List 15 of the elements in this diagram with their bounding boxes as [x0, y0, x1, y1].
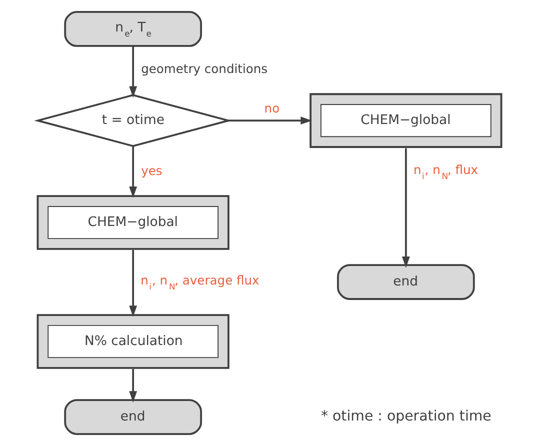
arrow	[402, 148, 410, 268]
edge-label: geometry conditions	[141, 62, 268, 76]
edge-label: n$_{i}$, n$_{N}$, flux	[413, 162, 478, 182]
arrow	[228, 116, 312, 125]
arrow	[129, 250, 138, 317]
label: * otime : operation time	[320, 408, 492, 424]
arrow	[129, 369, 138, 402]
arrow	[129, 46, 138, 98]
edge-label: n$_{i}$, n$_{N}$, average flux	[140, 273, 260, 292]
node-box: end	[64, 399, 202, 435]
node-box: n$_{e}$, T$_{e}$	[64, 11, 202, 47]
arrow	[129, 146, 138, 198]
node-box: end	[337, 264, 475, 300]
edge-label: no	[264, 101, 280, 116]
edge-label: yes	[141, 164, 162, 178]
